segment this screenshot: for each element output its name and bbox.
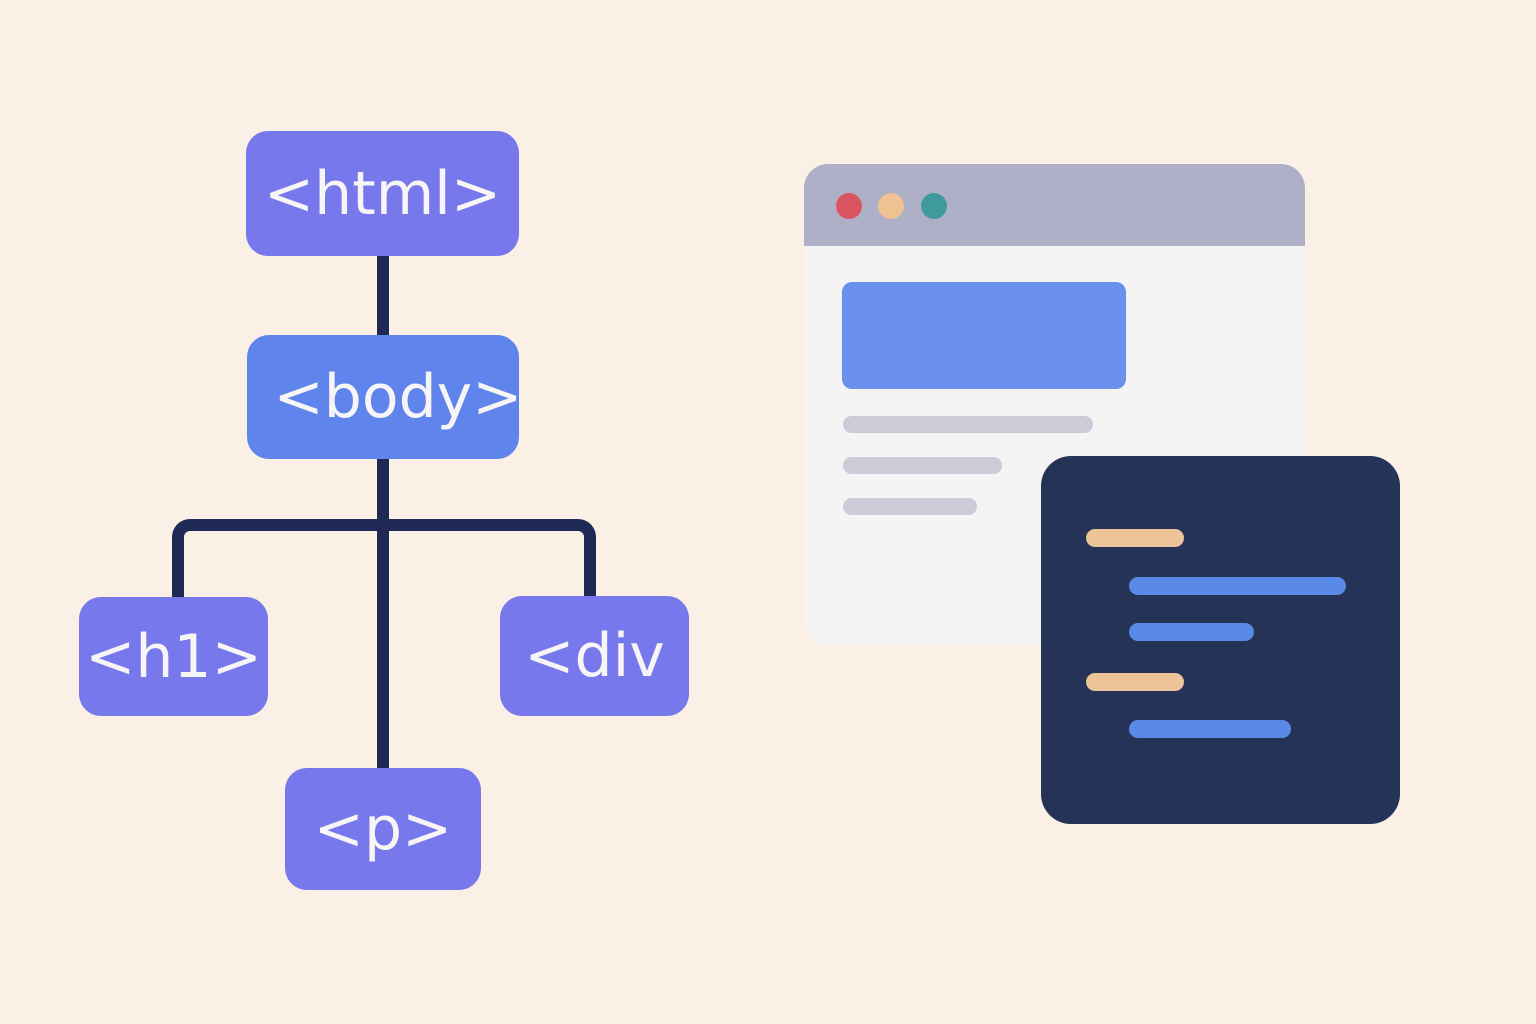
node-div-label: <div — [524, 621, 665, 691]
connector-body-p — [377, 455, 389, 773]
node-body-label: <body> — [273, 362, 523, 432]
code-line-tag — [1086, 529, 1184, 547]
connector-html-body — [377, 250, 389, 340]
node-h1: <h1> — [79, 597, 268, 716]
minimize-dot-icon — [878, 193, 904, 219]
node-div: <div — [500, 596, 689, 716]
code-line — [1129, 577, 1346, 595]
node-html-label: <html> — [263, 158, 502, 229]
code-line — [1129, 720, 1291, 738]
text-line-placeholder — [843, 457, 1002, 474]
node-body: <body> — [247, 335, 522, 459]
node-p: <p> — [285, 768, 481, 890]
maximize-dot-icon — [921, 193, 947, 219]
connector-branch — [172, 519, 596, 604]
code-editor-panel — [1041, 456, 1400, 824]
node-h1-label: <h1> — [85, 621, 262, 692]
code-line — [1129, 623, 1254, 641]
hero-block — [842, 282, 1126, 389]
node-p-label: <p> — [313, 794, 453, 864]
node-html: <html> — [246, 131, 519, 256]
code-line-tag — [1086, 673, 1184, 691]
close-dot-icon — [836, 193, 862, 219]
text-line-placeholder — [843, 498, 977, 515]
text-line-placeholder — [843, 416, 1093, 433]
